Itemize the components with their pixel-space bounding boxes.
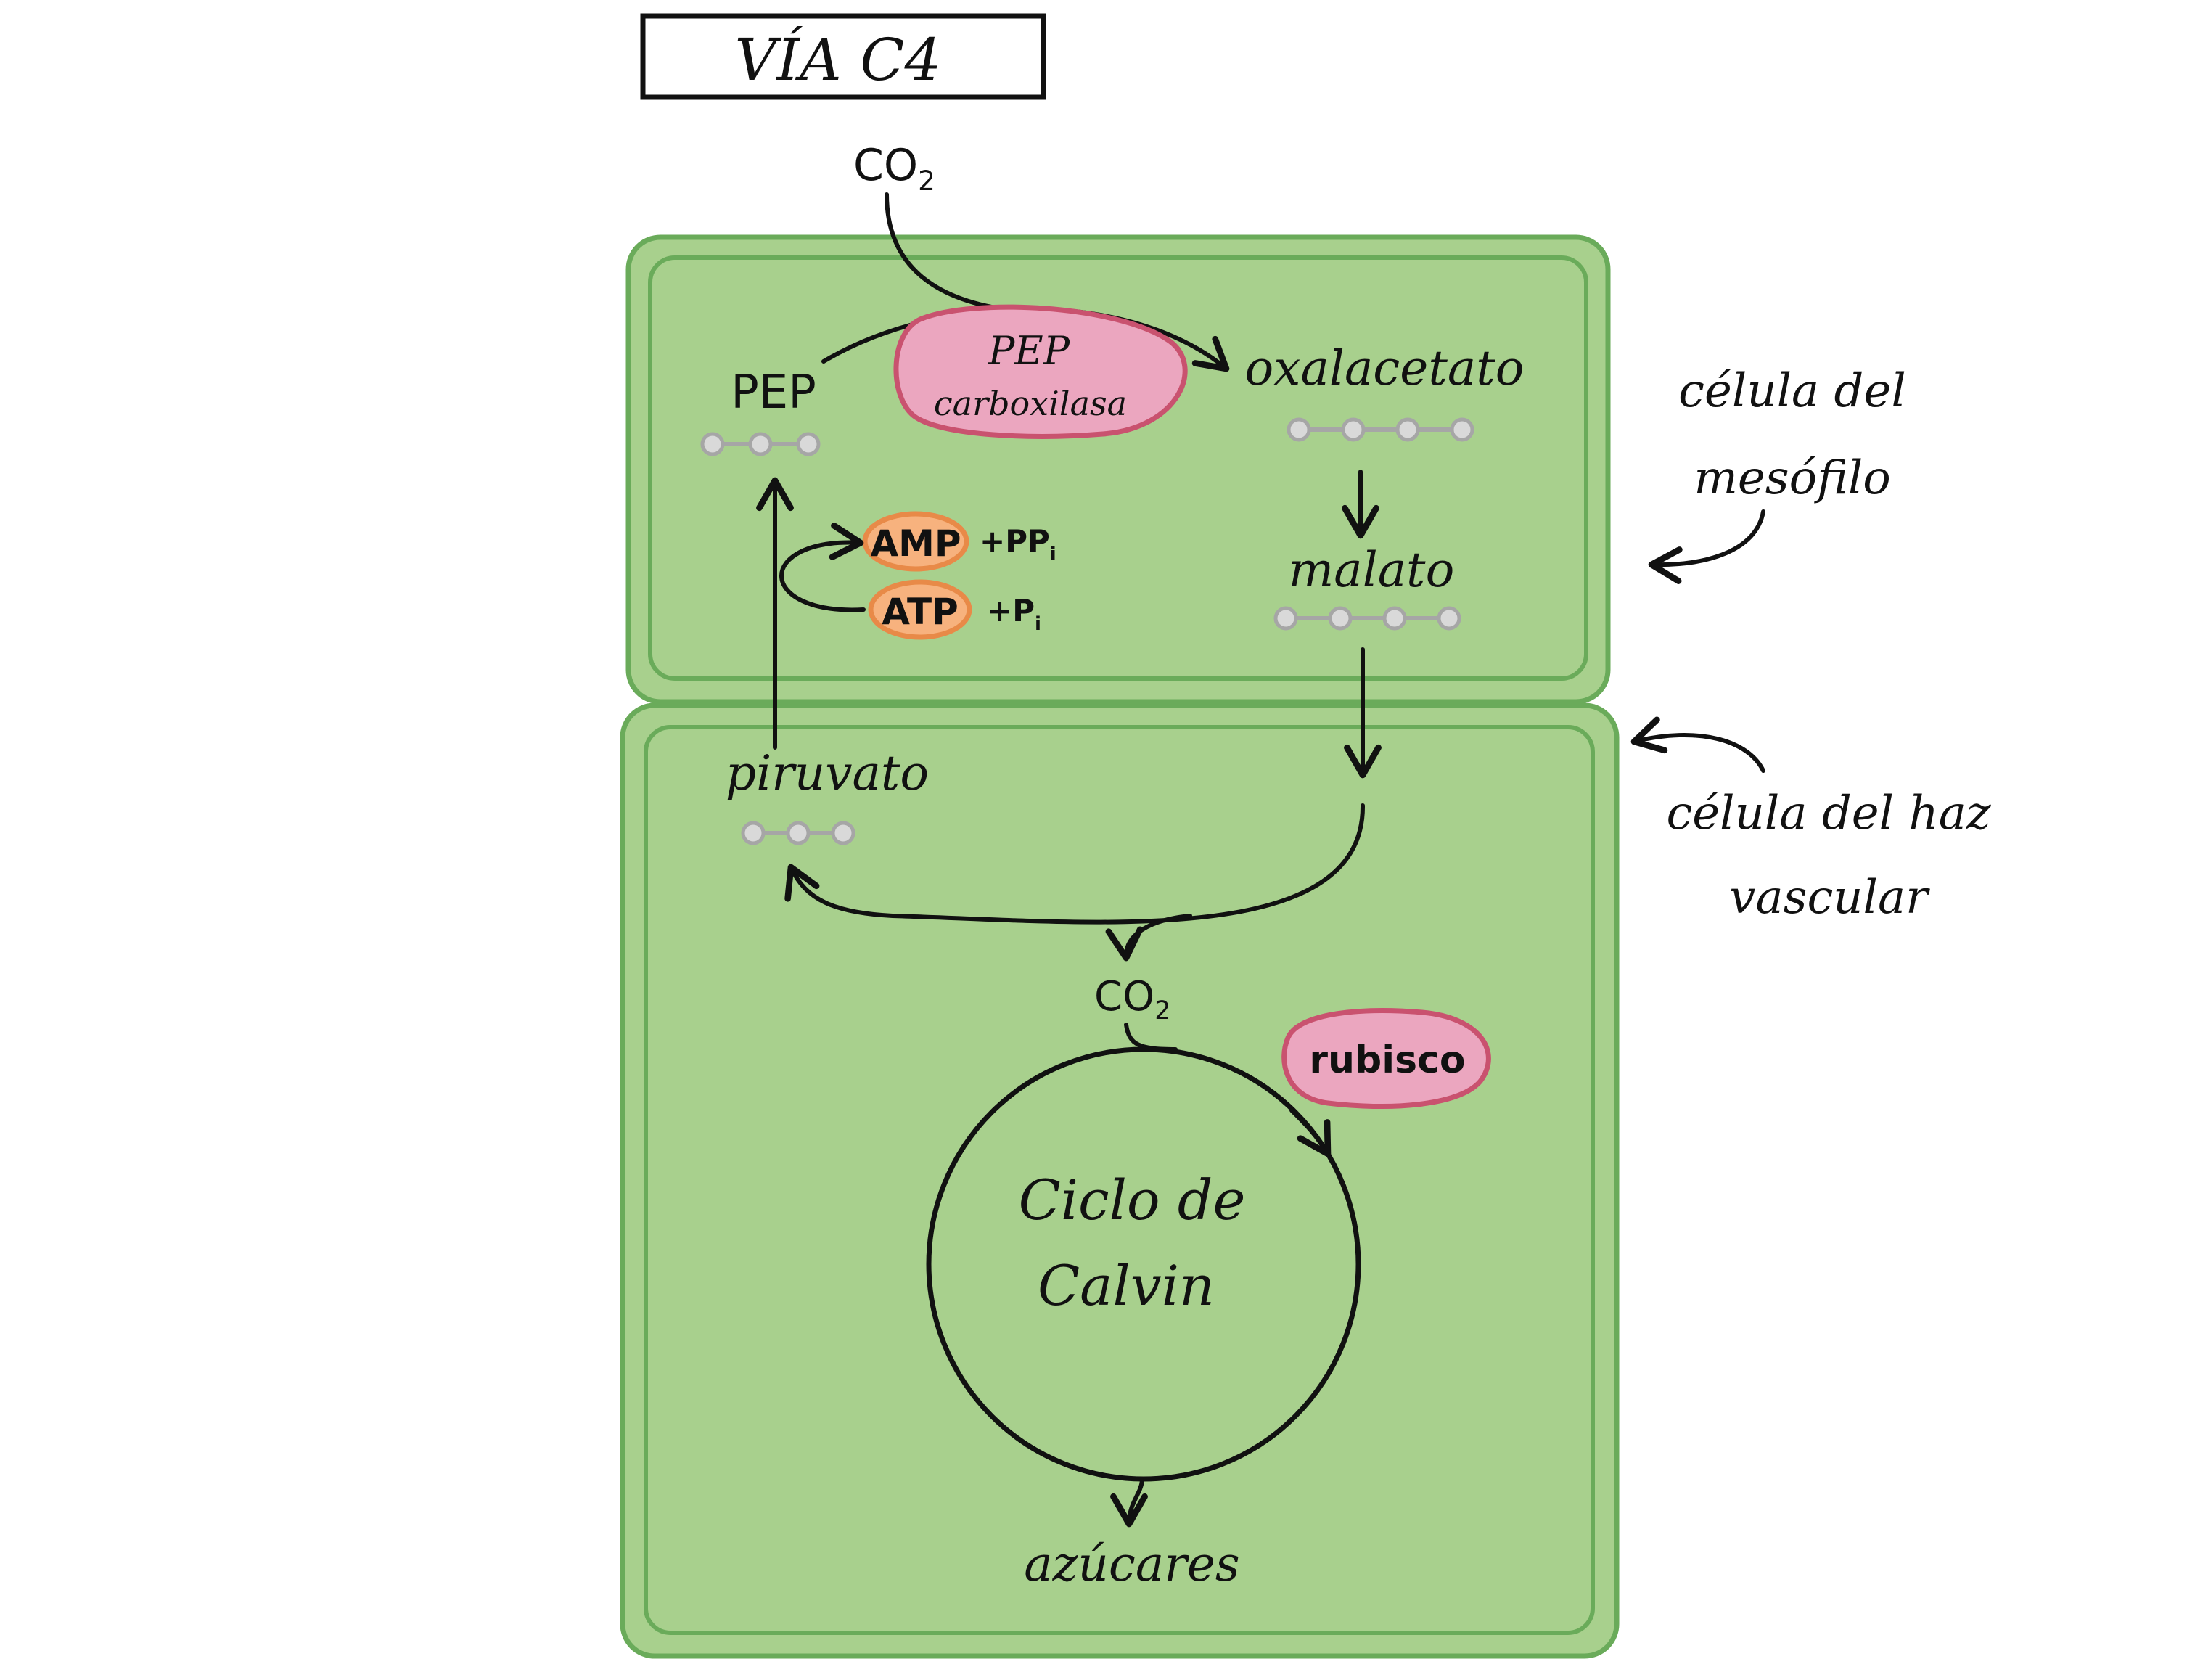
bundle-sheath-cell-outer [620, 702, 1620, 1659]
bundle-sheath-cell [620, 702, 1620, 1659]
oxaloacetate-carbon-chain [1287, 417, 1474, 442]
pyruvate-carbon-chain [741, 821, 855, 845]
ppi-label: +PPi [980, 523, 1056, 565]
pep-carboxylase-label-line2: carboxilasa [934, 384, 1127, 423]
calvin-to-sugars-arrow [1110, 1478, 1148, 1528]
co2-top-label: CO2 [853, 140, 935, 197]
co2-bundle-label: CO2 [1094, 973, 1170, 1025]
oxaloacetate-carbon-atom [1341, 417, 1366, 442]
co2-bundle-sub: 2 [1154, 996, 1170, 1025]
oxaloacetate-carbon-atom [1287, 417, 1311, 442]
co2-top-main: CO [853, 140, 918, 191]
oxaloacetate-label: oxalacetato [1245, 340, 1525, 396]
mesophyll-cell-outer [625, 234, 1611, 705]
bundle-sheath-label-line2: vascular [1729, 871, 1930, 925]
title-box: VÍA C4 [640, 13, 1046, 100]
malate-carbon-atom [1437, 606, 1461, 631]
malate-carbon-chain [1273, 606, 1461, 631]
pep-carboxylase-label-line1: PEP [988, 328, 1071, 374]
pi-label: +Pi [987, 593, 1041, 635]
title-text: VÍA C4 [735, 25, 942, 94]
amp-label: AMP [870, 523, 961, 565]
pep-carbon-atom [748, 432, 773, 456]
mesophyll-label-line1: célula del [1678, 364, 1906, 418]
mesophyll-cell [625, 234, 1611, 705]
malate-carbon-atom [1273, 606, 1298, 631]
atp-label: ATP [882, 591, 959, 633]
mesophyll-label-line2: mesófilo [1694, 451, 1891, 505]
calvin-cycle-direction-arrow [1289, 1108, 1332, 1157]
pep-carboxylase-enzyme: PEP carboxilasa [893, 304, 1188, 439]
oxaloacetate-carbon-atom [1395, 417, 1420, 442]
pyruvate-carbon-atom [741, 821, 766, 845]
malate-to-co2-arrow [1105, 914, 1192, 962]
atp-pill: ATP [868, 579, 972, 640]
pep-label: PEP [731, 366, 816, 419]
malate-label: malato [1289, 542, 1455, 598]
co2-bundle-main: CO [1094, 973, 1154, 1020]
rubisco-enzyme: rubisco [1281, 1008, 1491, 1110]
mesophyll-cell-inner [648, 255, 1588, 681]
malate-carbon-atom [1382, 606, 1407, 631]
calvin-cycle-label-line2: Calvin [1038, 1253, 1215, 1318]
atp-to-amp-arrow [779, 523, 866, 612]
malate-to-pyruvate-arrow [784, 803, 1366, 925]
mesophyll-pointer-arrow [1648, 509, 1765, 584]
pep-carbon-atom [700, 432, 725, 456]
pyruvate-carbon-atom [786, 821, 811, 845]
bundle-sheath-label-line1: célula del haz [1666, 787, 1991, 840]
bundle-sheath-pointer-arrow [1630, 716, 1765, 773]
pyruvate-carbon-atom [831, 821, 855, 845]
pep-carbon-chain [700, 432, 821, 456]
malate-carbon-atom [1328, 606, 1353, 631]
pep-carbon-atom [796, 432, 821, 456]
rubisco-label: rubisco [1309, 1038, 1465, 1082]
amp-pill: AMP [862, 511, 969, 572]
pyruvate-label: piruvato [726, 745, 929, 801]
co2-top-sub: 2 [918, 165, 935, 197]
bundle-sheath-cell-inner [644, 725, 1595, 1635]
oxaloacetate-carbon-atom [1450, 417, 1474, 442]
sugars-label: azúcares [1024, 1536, 1239, 1592]
calvin-cycle-label-line1: Ciclo de [1019, 1168, 1246, 1232]
